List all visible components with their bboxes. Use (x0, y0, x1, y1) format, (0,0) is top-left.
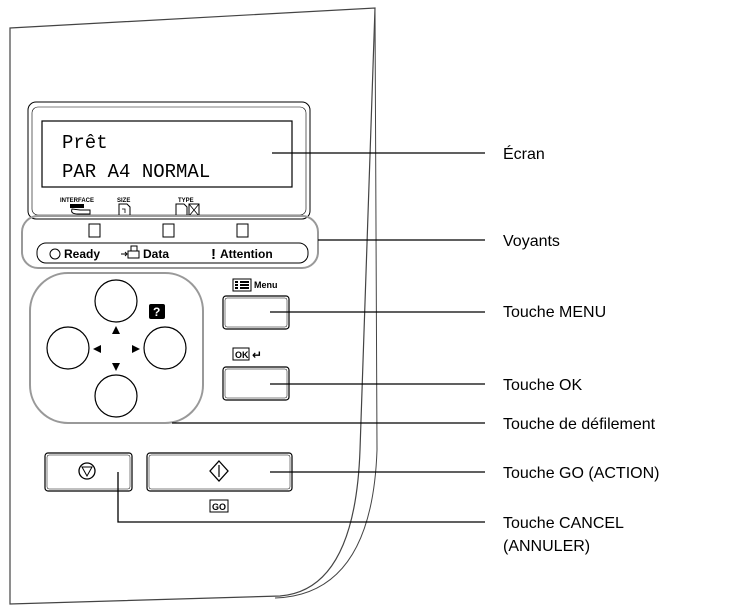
size-icon (118, 203, 131, 217)
help-icon-glyph: ? (153, 305, 160, 319)
start-icon (209, 460, 229, 482)
indicator-label-box (36, 242, 309, 264)
arrow-down-icon (112, 363, 120, 371)
attention-lamp (236, 223, 249, 238)
up-key[interactable] (94, 279, 138, 323)
lcd-line-2: PAR A4 NORMAL (62, 161, 210, 183)
data-label: Data (143, 247, 169, 261)
cursor-pad (29, 272, 204, 424)
data-lamp (162, 223, 175, 238)
stop-icon (78, 462, 96, 480)
size-label: SIZE (117, 198, 130, 204)
stop-icon-triangle (81, 466, 93, 478)
callout-screen: Écran (503, 144, 545, 163)
down-key[interactable] (94, 374, 138, 418)
ok-icon: OK (235, 350, 249, 360)
enter-icon: ↵ (252, 348, 262, 362)
attention-icon: ! (211, 246, 216, 263)
indicator-frame (21, 215, 319, 269)
callout-cancel-key-1: Touche CANCEL (503, 515, 624, 532)
callout-menu-key: Touche MENU (503, 304, 606, 321)
callout-ok-key: Touche OK (503, 377, 582, 394)
help-icon (149, 304, 165, 319)
right-key[interactable] (143, 326, 187, 370)
interface-label: INTERFACE (60, 198, 94, 204)
type-label: TYPE (178, 198, 194, 204)
callout-go-key: Touche GO (ACTION) (503, 465, 659, 482)
cancel-key-shadow (46, 454, 131, 490)
menu-icon (232, 278, 252, 292)
lcd-line-1: Prêt (62, 132, 108, 154)
ready-label: Ready (64, 247, 100, 261)
panel-housing (9, 7, 376, 605)
callout-cancel-key-2: (ANNULER) (503, 538, 590, 555)
leader-cancel (117, 472, 485, 523)
display-bezel (27, 101, 311, 220)
ready-lamp (88, 223, 101, 238)
lcd-screen (41, 120, 293, 188)
data-icon (121, 245, 140, 259)
panel-housing-edge (274, 7, 378, 599)
menu-key-label: Menu (254, 280, 278, 290)
callout-indicators: Voyants (503, 233, 560, 250)
type-icon (175, 203, 200, 217)
ok-icon-box (232, 347, 250, 361)
go-icon: GO (212, 502, 226, 512)
arrow-right-icon (132, 345, 140, 353)
go-icon-box (209, 499, 229, 513)
cancel-key[interactable] (44, 452, 133, 492)
arrow-up-icon (112, 326, 120, 334)
arrow-left-icon (93, 345, 101, 353)
interface-icon (70, 204, 91, 215)
callout-scroll-keys: Touche de défilement (503, 416, 656, 433)
left-key[interactable] (46, 326, 90, 370)
callout-lines (117, 152, 485, 523)
ready-icon (49, 248, 61, 260)
attention-label: Attention (220, 247, 273, 261)
